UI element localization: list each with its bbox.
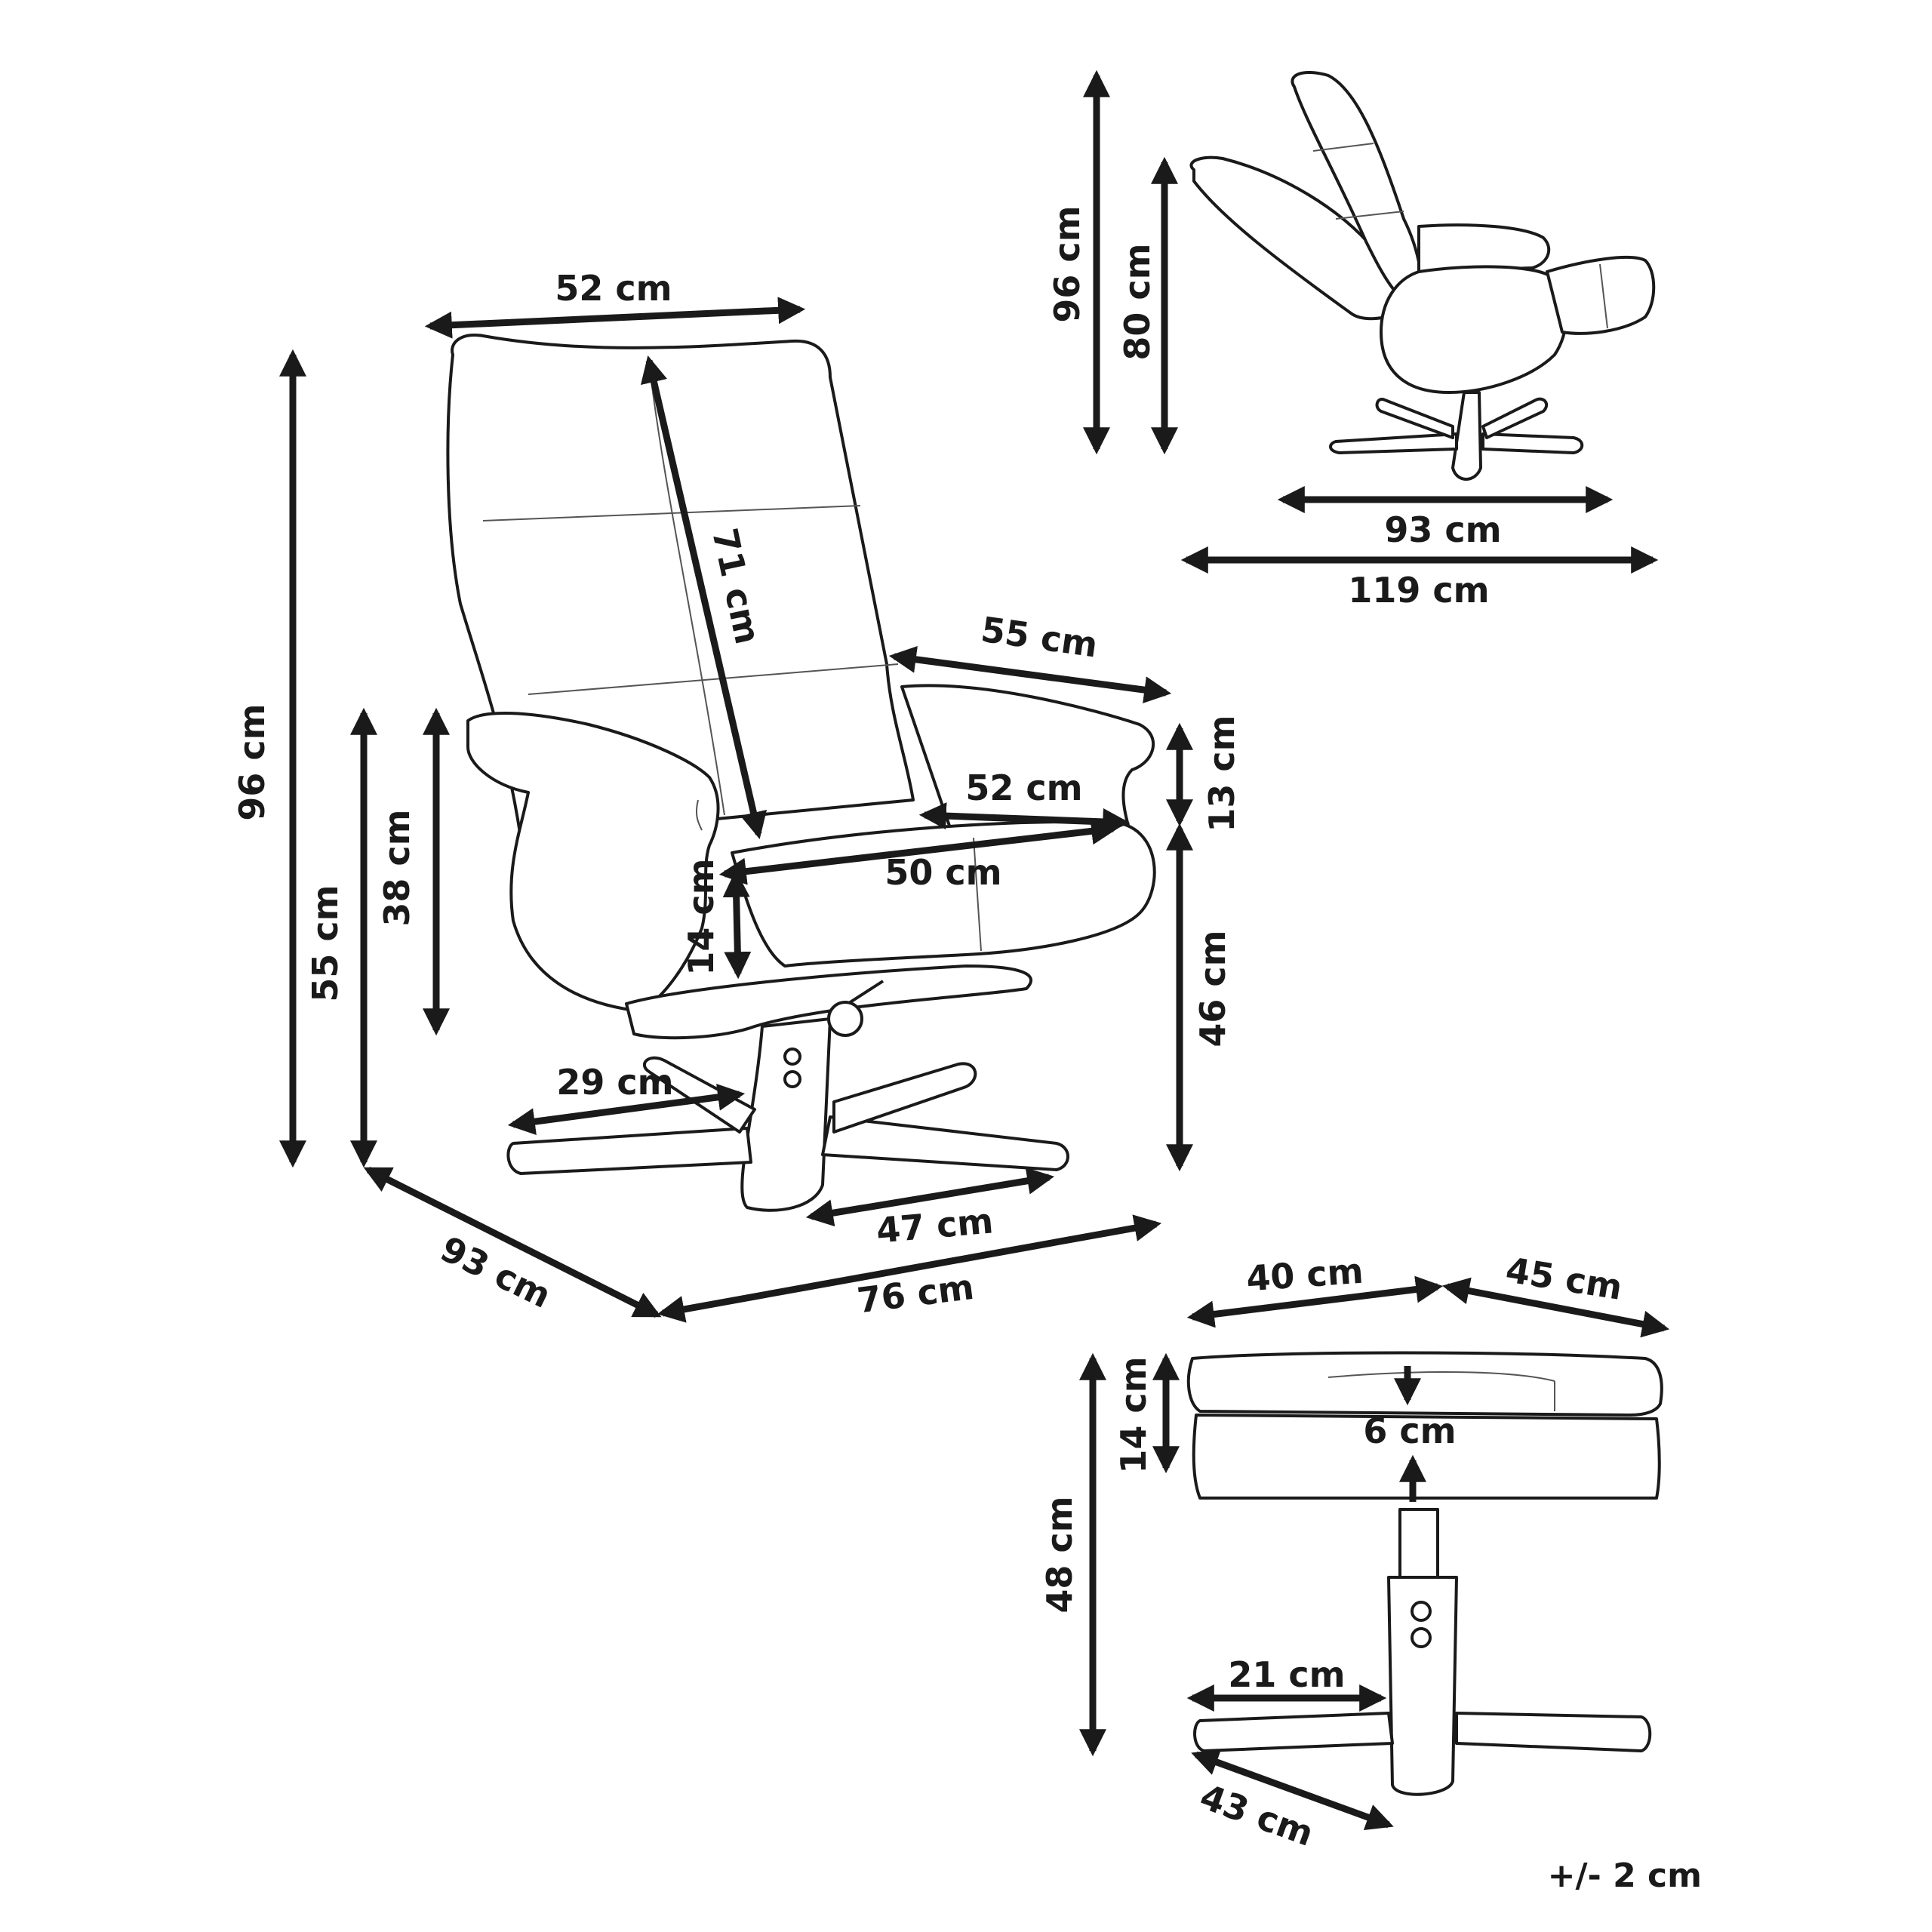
chair-seat-width-label: 52 cm (965, 768, 1082, 808)
recline-height-upright-label: 96 cm (1047, 205, 1088, 322)
ottoman-illustration (1186, 1351, 1663, 1796)
ottoman-base-label: 43 cm (1195, 1776, 1318, 1854)
chair-total-height-label: 96 cm (232, 703, 272, 820)
recline-height-reclined-label: 80 cm (1117, 243, 1158, 360)
recline-dimension-lines (1083, 69, 1659, 574)
chair-seat-height-label: 46 cm (1192, 930, 1233, 1047)
recline-illustration (1189, 71, 1656, 481)
ottoman-inner-label: 6 cm (1363, 1411, 1456, 1451)
recline-dimension-labels: 96 cm 80 cm 93 cm 119 cm (1047, 205, 1502, 611)
chair-top-width-label: 52 cm (555, 268, 672, 309)
chair-arm-height-label: 55 cm (305, 884, 346, 1001)
ottoman-cushion-label: 14 cm (1113, 1356, 1154, 1473)
chair-seat-to-arm-label: 38 cm (377, 809, 417, 926)
chair-depth-label: 93 cm (434, 1228, 557, 1316)
chair-seat-thickness-label: 14 cm (681, 858, 721, 975)
chair-arm-length-label: 55 cm (979, 609, 1100, 666)
ottoman-width-label: 40 cm (1245, 1251, 1365, 1300)
chair-seat-depth-label: 50 cm (884, 852, 1001, 893)
recline-depth-upright-label: 93 cm (1384, 509, 1501, 550)
ottoman-height-label: 48 cm (1039, 1496, 1080, 1613)
chair-arm-thickness-label: 13 cm (1201, 715, 1242, 832)
tolerance-note: +/- 2 cm (1548, 1857, 1702, 1895)
ottoman-leg-label: 21 cm (1228, 1654, 1345, 1695)
chair-dimension-lines (279, 297, 1193, 1323)
ottoman-dimension-labels: 40 cm 45 cm 14 cm 6 cm 48 cm 21 cm 43 cm (1039, 1249, 1625, 1854)
chair-leg-inner-label: 29 cm (556, 1062, 673, 1103)
recline-depth-reclined-label: 119 cm (1348, 570, 1489, 611)
chair-leg-span-label: 47 cm (875, 1200, 995, 1251)
ottoman-dimension-lines (1079, 1275, 1670, 1831)
